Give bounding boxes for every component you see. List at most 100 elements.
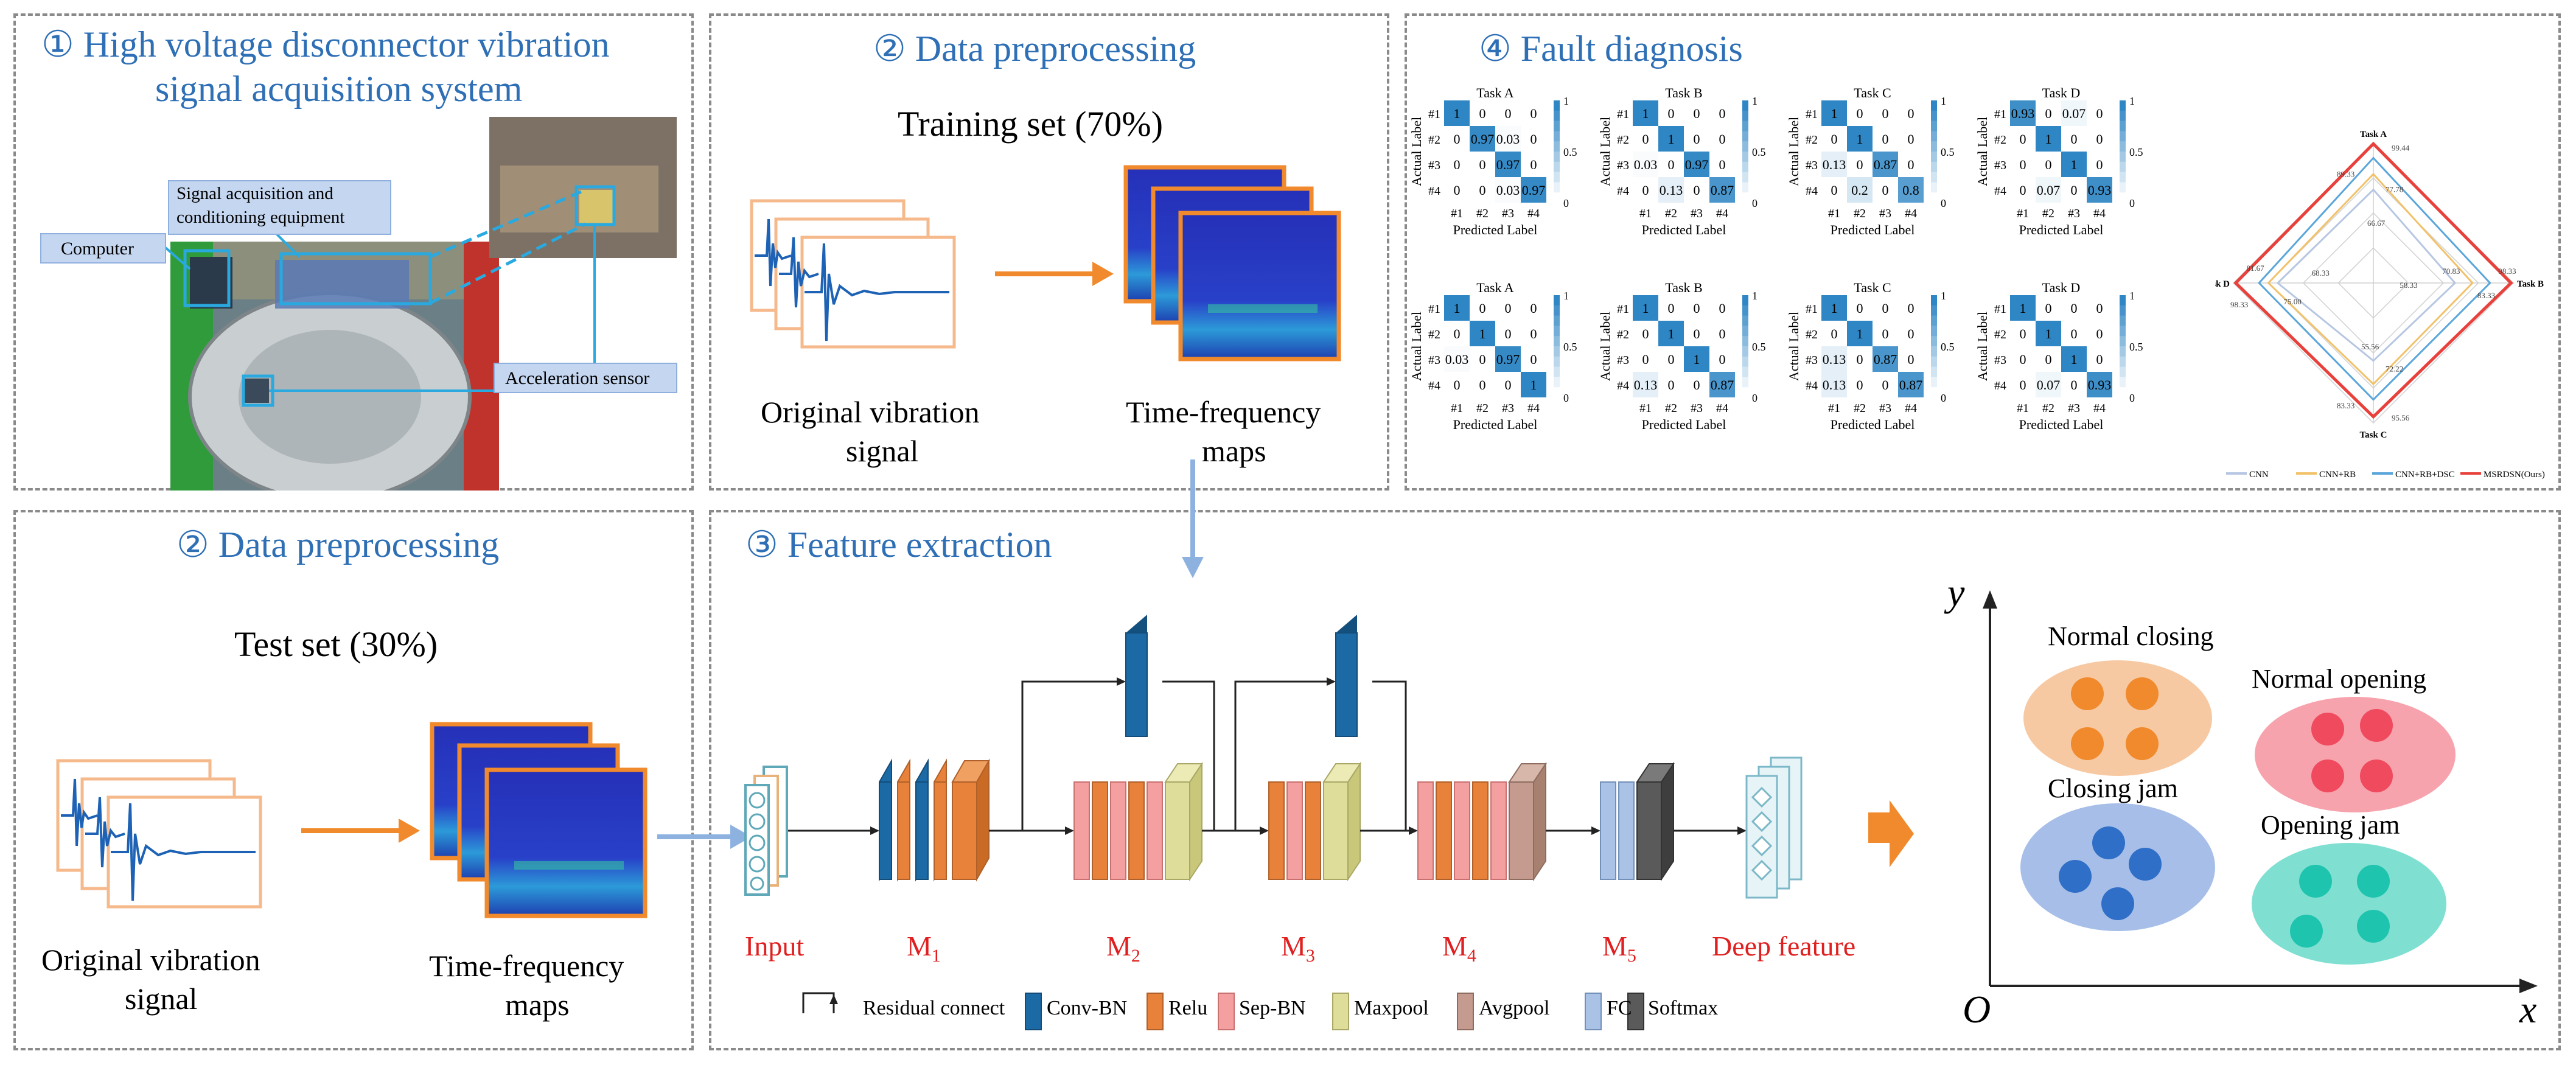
legend-softmax-swatch	[1627, 993, 1644, 1030]
panel-acquisition-title-line2: signal acquisition system	[155, 69, 523, 109]
cm-cell-value: 1	[2071, 352, 2078, 367]
cm-predicted-label: Predicted Label	[1642, 417, 1726, 432]
cm-colorbar-segment	[1742, 131, 1748, 142]
cm-cell-value: 0	[1531, 157, 1537, 172]
cm-cell-value: 0	[1908, 106, 1915, 121]
cm-colorbar-segment	[2120, 161, 2126, 173]
cm-cell	[1847, 372, 1873, 397]
cm-colorbar-segment	[1931, 366, 1937, 378]
cm-cell	[2036, 372, 2061, 397]
cm-cell-value: 0.13	[1823, 157, 1846, 172]
cm-task-title: Task A	[1476, 85, 1514, 100]
train-signal-label-line1: Original vibration	[761, 395, 980, 429]
cm-cell	[1495, 346, 1521, 372]
cm-cell	[2010, 295, 2036, 321]
cm-cell	[1684, 346, 1709, 372]
cm-cell-value: 0.07	[2062, 106, 2086, 121]
cm-cell-value: 0	[1694, 326, 1700, 341]
cm-cell	[1847, 177, 1873, 203]
cm-colorbar-tick: 0	[1752, 392, 1757, 404]
test-tf-label-line1: Time-frequency	[429, 949, 624, 983]
cm-colorbar-segment	[2120, 295, 2126, 306]
cm-cell	[2036, 100, 2061, 126]
cm-cell-value: 0.97	[1685, 157, 1709, 172]
cm-colorbar-tick: 1	[1752, 95, 1757, 107]
cm-colorbar-tick: 0.5	[1752, 341, 1766, 353]
cm-cell-value: 0	[1531, 326, 1537, 341]
cm-cell-value: 0	[1857, 377, 1863, 393]
cm-cell-value: 0	[2020, 131, 2026, 147]
cm-col-label: #4	[2093, 207, 2106, 220]
cm-row-label: #3	[1806, 354, 1818, 367]
cm-colorbar-tick: 0.5	[1563, 146, 1577, 158]
stage-label-m5: M5	[1602, 931, 1636, 966]
cm-cell	[1470, 177, 1495, 203]
cm-cell	[1898, 152, 1924, 177]
cm-col-label: #2	[1854, 207, 1866, 220]
legend-avgpool-label: Avgpool	[1479, 997, 1550, 1019]
cm-cell-value: 0	[1454, 183, 1461, 198]
cm-colorbar-tick: 0.5	[1563, 341, 1577, 353]
cluster-label-opening-jam: Opening jam	[2261, 810, 2400, 840]
train-signal-label-line2: signal	[846, 434, 919, 468]
cm-actual-label: Actual Label	[1597, 117, 1613, 186]
radar-value-label: 99.44	[2392, 143, 2410, 152]
cm-cell-value: 0.13	[1823, 377, 1846, 393]
cm-colorbar-tick: 0.5	[1752, 146, 1766, 158]
stage-label-deep-feature: Deep feature	[1712, 931, 1856, 962]
legend-softmax-label: Softmax	[1648, 997, 1719, 1019]
cm-predicted-label: Predicted Label	[2019, 417, 2104, 432]
cm-cell-value: 0.07	[2037, 377, 2061, 393]
cm-row-label: #3	[1428, 159, 1440, 172]
cm-cell-value: 0	[1831, 183, 1838, 198]
cm-cell-value: 0	[2071, 377, 2078, 393]
cm-colorbar-segment	[1931, 182, 1937, 194]
cm-row-label: #2	[1806, 328, 1818, 341]
test-signal-label-line1: Original vibration	[41, 943, 260, 977]
cm-cell	[1495, 321, 1521, 346]
cm-cell	[1684, 100, 1709, 126]
cm-cell-value: 0	[1454, 377, 1461, 393]
radar-value-label: 83.33	[2337, 401, 2354, 410]
cm-cell	[1470, 295, 1495, 321]
cm-cell-value: 0.03	[1445, 352, 1469, 367]
legend-relu-label: Relu	[1168, 997, 1208, 1019]
cm-cell-value: 0	[1719, 301, 1726, 316]
cm-cell-value: 0	[1642, 352, 1649, 367]
y-axis-label: y	[1944, 572, 1965, 614]
cm-cell-value: 0.03	[1634, 157, 1658, 172]
cm-cell	[1684, 177, 1709, 203]
cm-colorbar-segment	[2120, 110, 2126, 122]
cm-predicted-label: Predicted Label	[1831, 222, 1915, 237]
cm-colorbar-segment	[1554, 356, 1560, 368]
cm-cell	[1898, 321, 1924, 346]
cm-cell-value: 1	[1454, 106, 1461, 121]
cm-cell	[1658, 177, 1684, 203]
test-tf-label-line2: maps	[505, 988, 570, 1022]
cm-cell-value: 0.87	[1899, 377, 1923, 393]
cm-row-label: #1	[1428, 302, 1440, 316]
cm-cell	[1898, 177, 1924, 203]
cm-cell	[1658, 152, 1684, 177]
cm-row-label: #4	[1617, 379, 1629, 393]
cm-cell	[2087, 295, 2112, 321]
label-computer: Computer	[61, 239, 134, 259]
radar-axis-label: Task D	[2215, 279, 2230, 289]
radar-legend-label: CNN+RB+DSC	[2395, 470, 2455, 480]
cm-cell	[1658, 346, 1684, 372]
cm-cell	[2010, 372, 2036, 397]
cm-cell	[1873, 126, 1898, 152]
radar-value-label: 58.33	[2400, 281, 2417, 290]
cm-colorbar-segment	[1742, 182, 1748, 194]
cm-cell	[1444, 295, 1470, 321]
test-orange-arrow	[301, 819, 420, 843]
cm-colorbar-segment	[1742, 161, 1748, 173]
cm-cell	[1873, 346, 1898, 372]
cm-row-label: #4	[1994, 379, 2006, 393]
cm-cell-value: 0	[1882, 326, 1889, 341]
cm-row-label: #3	[1617, 159, 1629, 172]
cm-cell	[2036, 152, 2061, 177]
cm-row-label: #3	[1428, 354, 1440, 367]
cm-cell-value: 1	[1857, 326, 1863, 341]
radar-value-label: 55.56	[2361, 342, 2379, 351]
